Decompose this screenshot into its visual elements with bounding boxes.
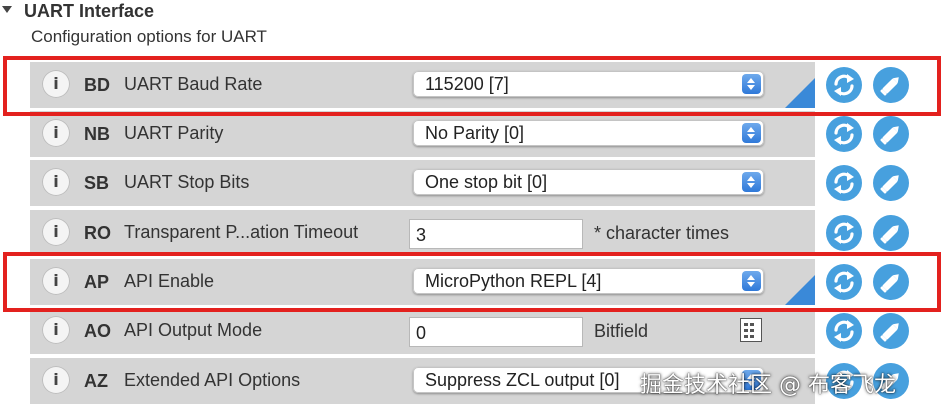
read-button-sb[interactable] <box>826 165 862 201</box>
watermark: 掘金技术社区 @ 布客飞龙 <box>640 373 896 398</box>
refresh-icon <box>834 172 854 194</box>
select-arrows-icon[interactable] <box>742 370 761 390</box>
setting-code: SB <box>84 173 110 193</box>
setting-label: API Output Mode <box>124 320 263 340</box>
info-icon[interactable]: i <box>42 316 70 344</box>
setting-code: AP <box>84 272 110 292</box>
select-arrows-icon[interactable] <box>742 74 761 94</box>
refresh-icon <box>834 320 854 342</box>
write-button-ao[interactable] <box>873 313 909 349</box>
pencil-icon <box>880 175 899 194</box>
setting-code: NB <box>84 124 110 144</box>
timeout-input[interactable]: 3 <box>409 219 583 249</box>
parity-select[interactable]: No Parity [0] <box>413 120 764 146</box>
api-enable-select[interactable]: MicroPython REPL [4] <box>413 268 764 294</box>
write-button-sb[interactable] <box>873 165 909 201</box>
section-header[interactable]: UART Interface Configuration options for… <box>0 0 945 50</box>
extended-api-select[interactable]: Suppress ZCL output [0] <box>413 367 764 393</box>
setting-code: AO <box>84 321 111 341</box>
write-button-nb[interactable] <box>873 116 909 152</box>
select-arrows-icon[interactable] <box>742 123 761 143</box>
write-button-ro[interactable] <box>873 215 909 251</box>
pencil-icon <box>880 323 899 342</box>
setting-label: UART Stop Bits <box>124 172 250 192</box>
refresh-icon <box>834 123 854 145</box>
pencil-icon <box>880 126 899 145</box>
select-value: 115200 [7] <box>425 74 509 94</box>
write-button-az[interactable] <box>873 363 909 399</box>
read-button-ap[interactable] <box>826 264 862 300</box>
modified-corner-icon <box>785 275 815 305</box>
setting-code: BD <box>84 75 110 95</box>
section-title: UART Interface <box>24 1 155 21</box>
select-value: One stop bit [0] <box>425 172 548 192</box>
setting-row-ro: i RO Transparent P...ation Timeout 3 * c… <box>30 210 815 256</box>
setting-code: RO <box>84 223 111 243</box>
input-value: 0 <box>416 323 427 343</box>
pencil-icon <box>880 274 899 293</box>
write-button-ap[interactable] <box>873 264 909 300</box>
refresh-icon <box>834 222 854 244</box>
pencil-icon <box>880 373 899 392</box>
select-value: MicroPython REPL [4] <box>425 271 602 291</box>
setting-label: API Enable <box>124 271 215 291</box>
info-icon[interactable]: i <box>42 218 70 246</box>
setting-row-sb: i SB UART Stop Bits One stop bit [0] <box>30 160 815 206</box>
select-value: Suppress ZCL output [0] <box>425 370 620 390</box>
setting-label: UART Baud Rate <box>124 74 263 94</box>
write-button-bd[interactable] <box>873 67 909 103</box>
setting-label: Transparent P...ation Timeout <box>124 222 359 242</box>
setting-row-az: i AZ Extended API Options Suppress ZCL o… <box>30 358 815 404</box>
unit-label: * character times <box>594 223 730 243</box>
read-button-bd[interactable] <box>826 67 862 103</box>
setting-code: AZ <box>84 371 108 391</box>
pencil-icon <box>880 77 899 96</box>
setting-label: UART Parity <box>124 123 224 143</box>
read-button-ao[interactable] <box>826 313 862 349</box>
info-icon[interactable]: i <box>42 267 70 295</box>
read-button-ro[interactable] <box>826 215 862 251</box>
setting-row-ao: i AO API Output Mode 0 Bitfield <box>30 308 815 354</box>
info-icon[interactable]: i <box>42 119 70 147</box>
setting-row-ap: i AP API Enable MicroPython REPL [4] <box>30 259 815 305</box>
pencil-icon <box>880 225 899 244</box>
modified-corner-icon <box>785 78 815 108</box>
refresh-icon <box>834 370 854 392</box>
baud-rate-select[interactable]: 115200 [7] <box>413 71 764 97</box>
read-button-az[interactable] <box>826 363 862 399</box>
unit-label: Bitfield <box>594 321 649 341</box>
calculator-icon[interactable] <box>740 318 762 342</box>
input-value: 3 <box>416 225 427 245</box>
setting-row-bd: i BD UART Baud Rate 115200 [7] <box>30 62 815 108</box>
select-value: No Parity [0] <box>425 123 525 143</box>
refresh-icon <box>834 74 854 96</box>
collapse-arrow-icon[interactable] <box>2 6 12 13</box>
select-arrows-icon[interactable] <box>742 271 761 291</box>
refresh-icon <box>834 271 854 293</box>
setting-label: Extended API Options <box>124 370 301 390</box>
select-arrows-icon[interactable] <box>742 172 761 192</box>
output-mode-input[interactable]: 0 <box>409 317 583 347</box>
info-icon[interactable]: i <box>42 70 70 98</box>
stop-bits-select[interactable]: One stop bit [0] <box>413 169 764 195</box>
setting-row-nb: i NB UART Parity No Parity [0] <box>30 111 815 157</box>
info-icon[interactable]: i <box>42 366 70 394</box>
info-icon[interactable]: i <box>42 168 70 196</box>
read-button-nb[interactable] <box>826 116 862 152</box>
section-subtitle: Configuration options for UART <box>31 27 267 46</box>
